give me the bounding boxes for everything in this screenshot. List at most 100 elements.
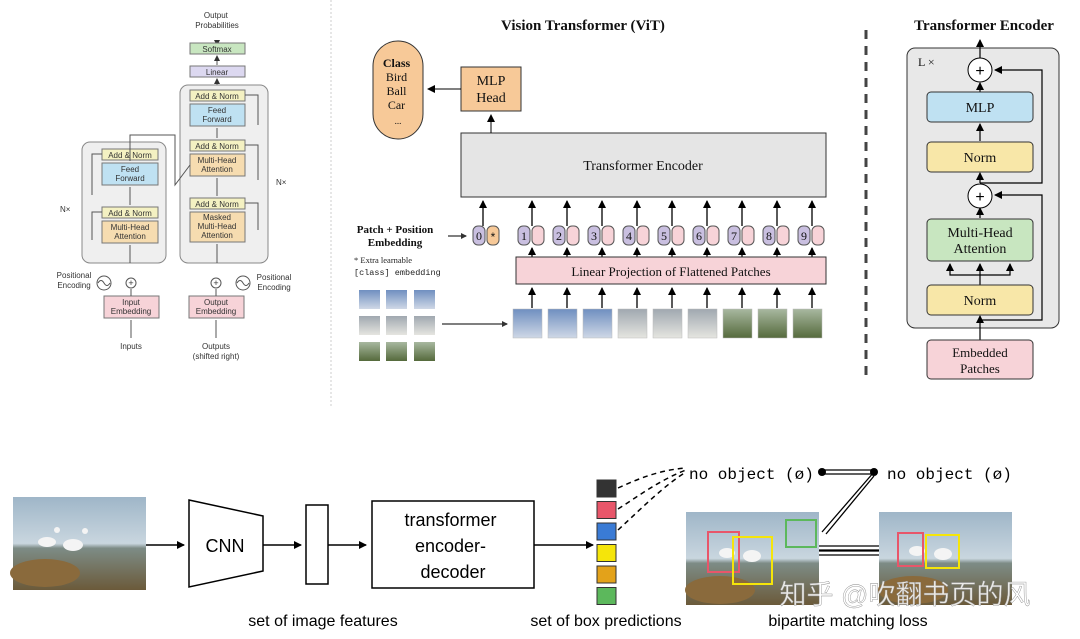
class-box-text: Class Bird Ball Car ... [383,56,413,126]
detr-ground-truth-image [878,512,1012,605]
output-add-icon [210,277,222,289]
original-transformer-diagram: Output Probabilities Softmax Linear N× N… [57,11,292,361]
position-embedding-0 [472,225,486,246]
svg-text:Add & Norm: Add & Norm [195,200,239,209]
svg-text:Norm: Norm [964,294,997,309]
inputs-label: Inputs [120,342,142,351]
nx-right-label: N× [276,178,287,187]
position-label-4: 4 [626,229,632,243]
position-label-9: 9 [801,229,807,243]
class-box [372,40,424,140]
flattened-patch-8 [757,308,788,339]
class-token [486,225,500,246]
svg-text:Add & Norm: Add & Norm [195,142,239,151]
linear-projection-label: Linear Projection of Flattened Patches [571,264,770,279]
embedded-patches-block [926,339,1034,380]
position-embedding-3 [587,225,601,246]
position-embedding-4 [622,225,636,246]
residual-add-top-icon [967,57,993,83]
svg-text:Add & Norm: Add & Norm [195,92,239,101]
encoder-norm-top-block [926,141,1034,173]
encoder-feed-forward [101,162,159,186]
position-label-1: 1 [521,229,527,243]
position-label-3: 3 [591,229,597,243]
detr-input-image [10,497,146,590]
box-prediction-2 [596,501,617,519]
patch-embedding-4 [636,225,650,246]
set-of-image-features-label: set of image features [248,613,397,630]
linear-projection-block [515,256,827,285]
vit-diagram: Vision Transformer (ViT) Class Bird Ball… [354,18,827,361]
box-prediction-5 [596,565,617,584]
vit-flattened-patches [512,308,823,339]
patch-embedding-7 [741,225,755,246]
vit-title: Vision Transformer (ViT) [501,18,665,34]
patch-embedding-8 [776,225,790,246]
encoder-norm-bottom-block [926,284,1034,316]
residual-add-bottom-icon [967,183,993,209]
position-label-5: 5 [661,229,667,243]
lx-label: L × [918,55,935,69]
linear-label: Linear [206,68,229,77]
svg-text:+: + [128,278,133,288]
linear-block [189,65,246,78]
box-prediction-3 [596,522,617,541]
detr-predictions-image [685,512,819,605]
box-predictions-column [596,479,617,605]
position-embedding-2 [552,225,566,246]
position-embedding-5 [657,225,671,246]
encoder-detail-diagram: Transformer Encoder L × + MLP Norm + Mul… [906,18,1060,380]
flattened-patch-9 [792,308,823,339]
encoder-multi-head-attention-block [926,218,1034,262]
transformer-encoder-decoder-block [371,500,535,589]
patch-embedding-5 [671,225,685,246]
image-features-block [305,504,329,585]
cnn-label: CNN [206,536,245,556]
no-object-left-label: no object (ø) [689,466,814,484]
position-embedding-9 [797,225,811,246]
vit-transformer-encoder-block [460,132,827,198]
flattened-patch-7 [722,308,753,339]
position-label-6: 6 [696,229,702,243]
encoder-multi-head-attention [101,220,159,244]
box-prediction-1 [596,479,617,498]
cnn-block [188,499,264,588]
softmax-block [189,42,246,55]
output-probabilities-label: Output Probabilities [195,11,239,30]
svg-text:+: + [975,63,984,80]
position-embedding-1 [517,225,531,246]
class-token-star: * [491,230,496,244]
encoder-detail-title: Transformer Encoder [914,18,1054,34]
vit-source-image-grid [359,290,435,361]
position-label-2: 2 [556,229,562,243]
position-label-7: 7 [731,229,737,243]
svg-text:+: + [213,278,218,288]
patch-embedding-3 [601,225,615,246]
decoder-masked-attention [189,211,246,243]
patch-embedding-6 [706,225,720,246]
flattened-patch-3 [582,308,613,339]
svg-text:MLP: MLP [966,101,995,116]
no-object-right-label: no object (ø) [887,466,1012,484]
position-embedding-7 [727,225,741,246]
extra-learnable-note: * Extra learnable [class] embedding [354,255,441,278]
softmax-label: Softmax [202,45,231,54]
svg-text:Norm: Norm [964,151,997,166]
bipartite-matching-loss-label: bipartite matching loss [768,613,927,630]
patch-embedding-2 [566,225,580,246]
position-label-8: 8 [766,229,772,243]
watermark-text: 知乎 @吹翻书页的风 [780,580,1031,610]
